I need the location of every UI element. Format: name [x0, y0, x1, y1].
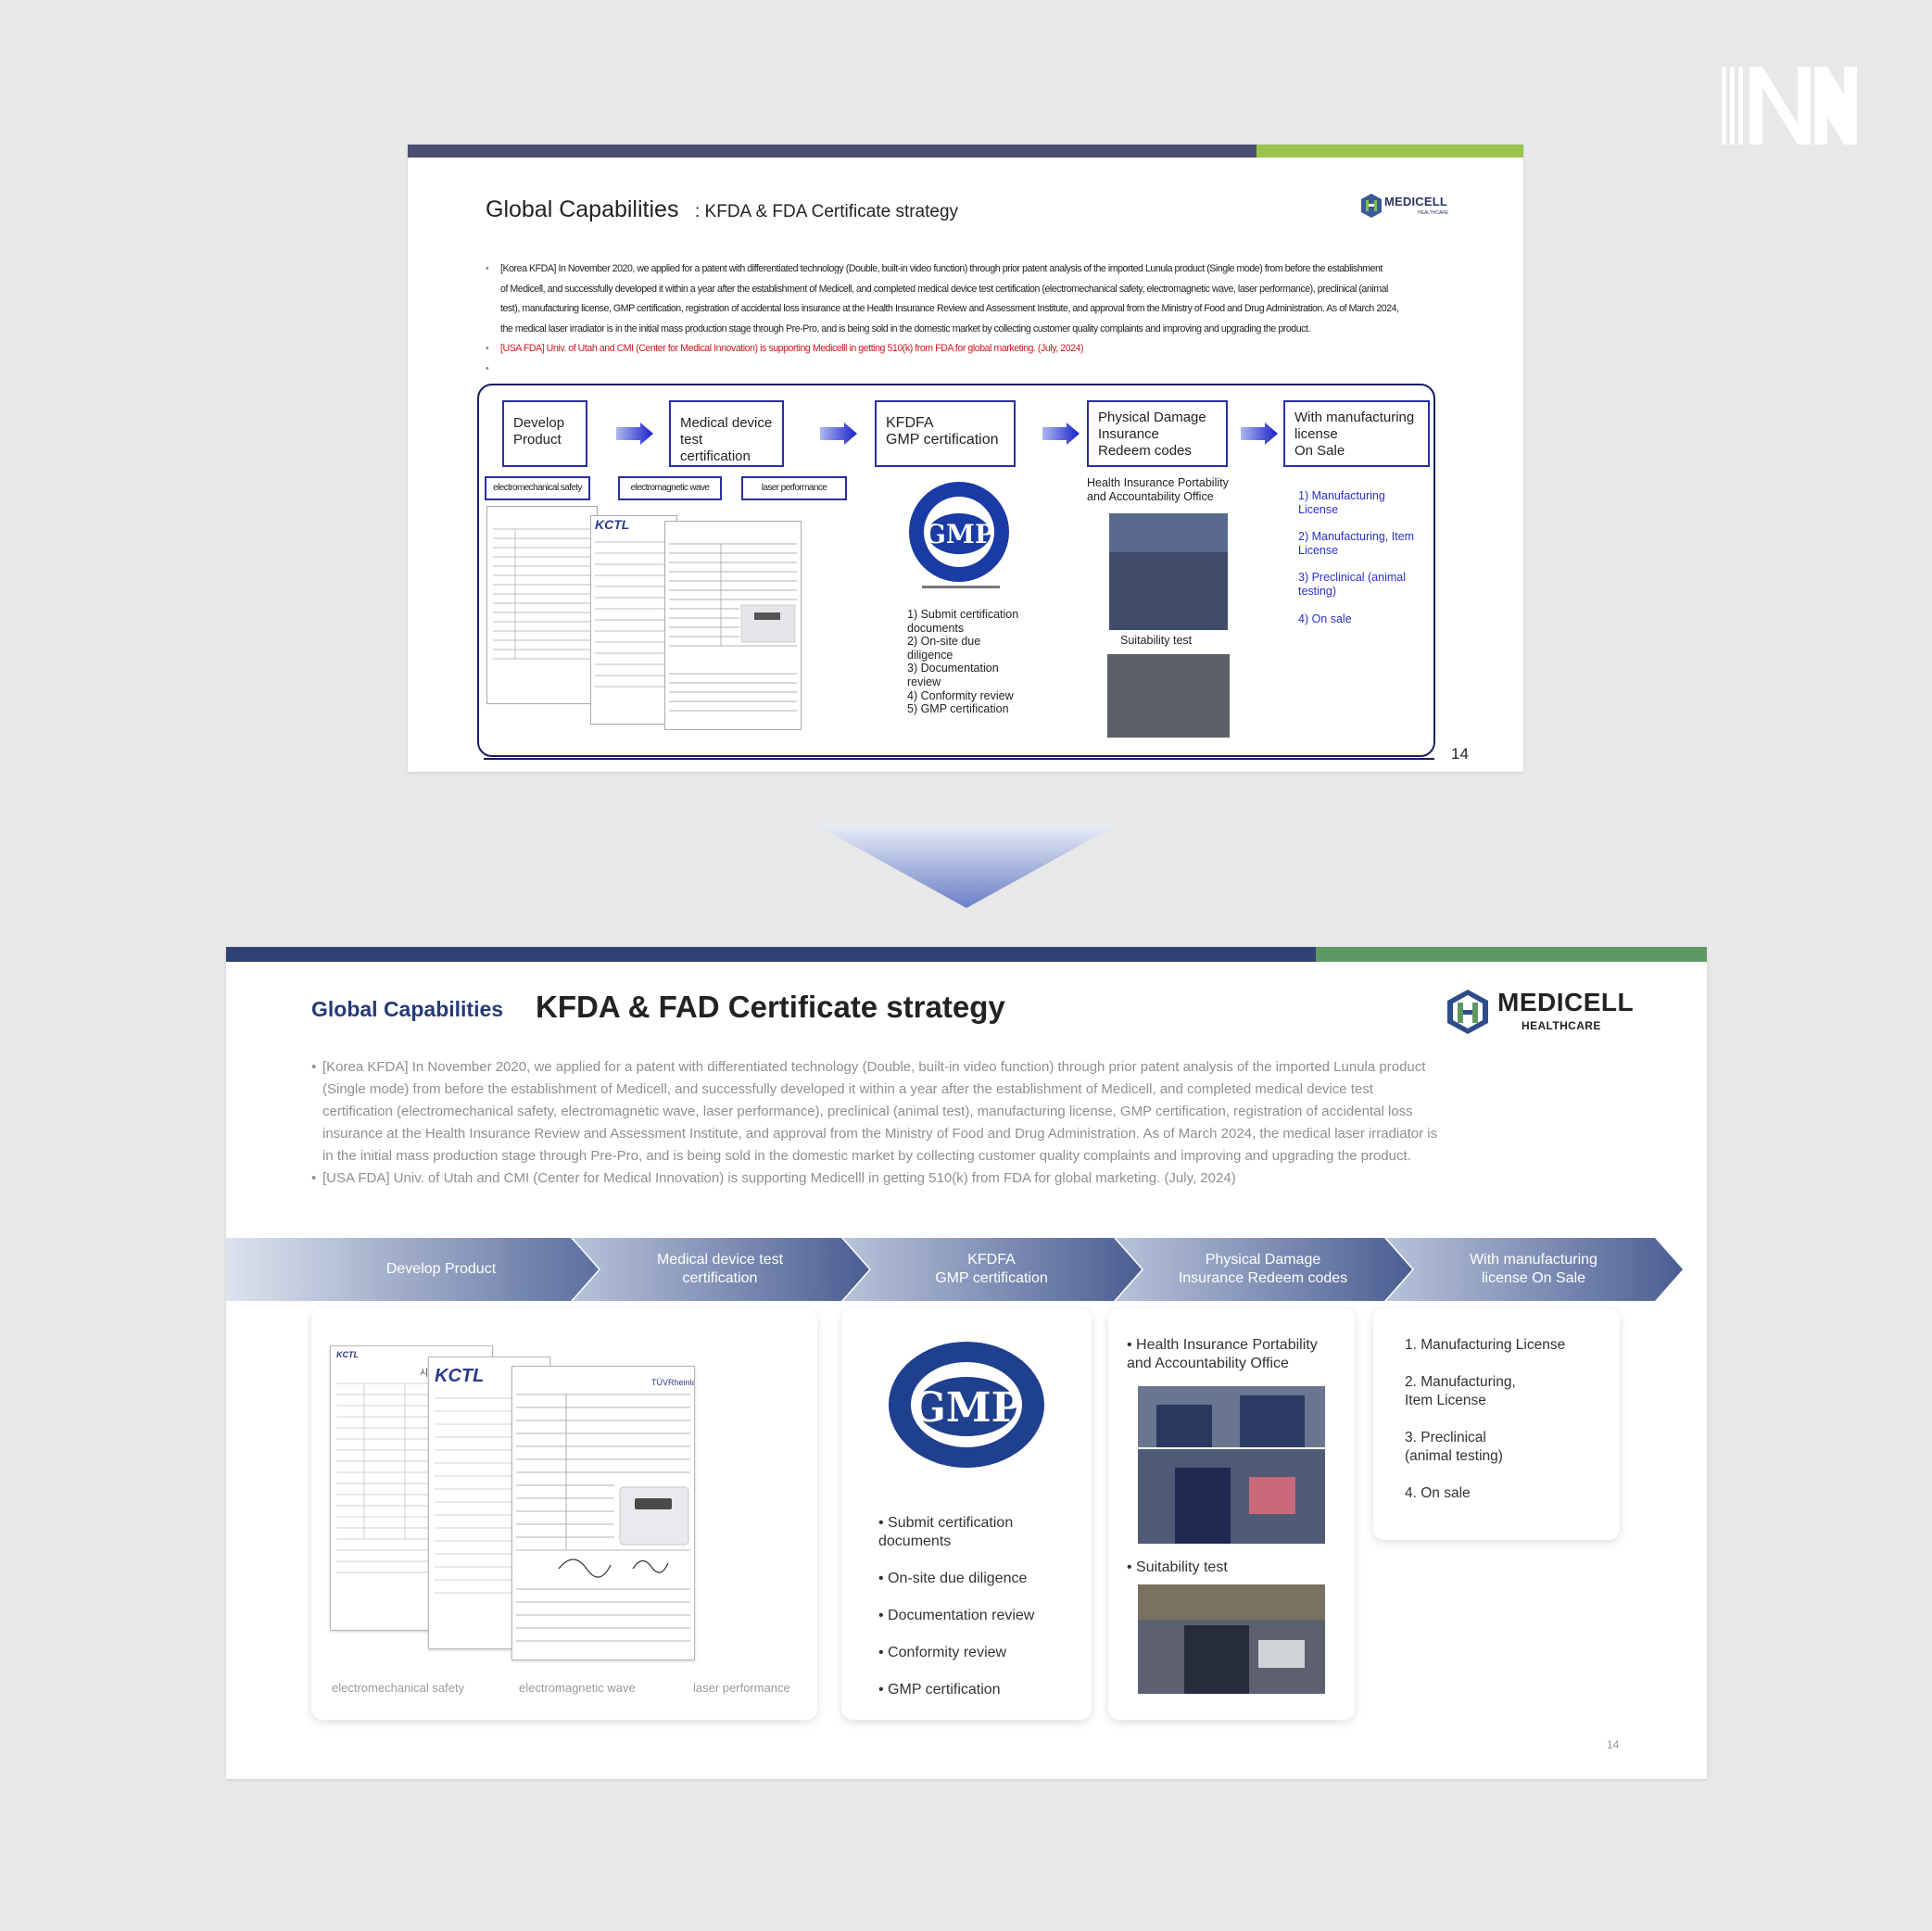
- before-arrow-icon: [1042, 423, 1080, 445]
- after-tuv-doc: TÜVRheinland: [511, 1366, 706, 1660]
- after-process-band: [226, 1238, 1683, 1301]
- document-lines-icon: TÜVRheinland: [516, 1378, 706, 1642]
- inn-brand-logo: [1722, 67, 1857, 145]
- before-paragraph-line: of Medicell, and successfully developed …: [500, 283, 1388, 295]
- after-paragraph-line: (Single mode) from before the establishm…: [322, 1081, 1373, 1097]
- before-paragraph-line: test), manufacturing license, GMP certif…: [500, 303, 1399, 314]
- after-step-develop: Develop Product: [385, 1261, 497, 1277]
- before-paragraph: •[Korea KFDA] In November 2020, we appli…: [486, 259, 1468, 339]
- before-empty-bullet: •: [486, 363, 489, 374]
- before-subtitle: : KFDA & FDA Certificate strategy: [695, 202, 959, 221]
- after-title: Global Capabilities: [311, 997, 504, 1021]
- before-bottom-line: [484, 758, 1434, 760]
- after-caption-electromagnetic: electromagnetic wave: [519, 1681, 636, 1695]
- svg-text:TÜVRheinland: TÜVRheinland: [651, 1378, 694, 1387]
- before-tag-electromagnetic: electromagnetic wave: [618, 476, 722, 500]
- svg-text:GMP: GMP: [911, 1384, 1021, 1432]
- before-kctl-doc: KCTL: [590, 515, 677, 725]
- svg-text:GMP: GMP: [924, 519, 994, 549]
- before-arrow-icon: [1241, 423, 1278, 445]
- before-logo-text: MEDICELL: [1384, 195, 1448, 208]
- before-usa-line: •[USA FDA] Univ. of Utah and CMI (Center…: [486, 343, 1084, 354]
- gmp-underline: [922, 586, 1000, 588]
- before-page-number: 14: [1451, 745, 1469, 763]
- after-photo-test: [1138, 1584, 1325, 1694]
- svg-text:KCTL: KCTL: [336, 1350, 359, 1359]
- before-top-bar: [408, 145, 1256, 158]
- document-lines-icon: KCTL: [595, 517, 673, 688]
- before-tag-laser: laser performance: [741, 476, 847, 500]
- gmp-seal-icon: GMP: [889, 1342, 1044, 1468]
- after-paragraph-line: in the initial mass production stage thr…: [322, 1148, 1411, 1164]
- after-paragraph-line: certification (electromechanical safety,…: [322, 1104, 1413, 1119]
- svg-text:KCTL: KCTL: [595, 517, 629, 532]
- before-slide: Global Capabilities : KFDA & FDA Certifi…: [408, 145, 1523, 772]
- after-top-bar: [226, 947, 1316, 962]
- before-test-report-doc: [486, 506, 598, 704]
- after-paragraph: •[Korea KFDA] In November 2020, we appli…: [311, 1056, 1555, 1190]
- after-card-documents: KCTL 시험 · 검사성 KCTL: [311, 1308, 817, 1720]
- before-sale-list: 1) Manufacturing License 2) Manufacturin…: [1298, 489, 1415, 625]
- gmp-seal-icon: GMP: [909, 482, 1009, 582]
- before-arrow-icon: [820, 423, 857, 445]
- before-paragraph-line: the medical laser irradiator is in the i…: [500, 322, 1311, 334]
- after-paragraph-line: [Korea KFDA] In November 2020, we applie…: [322, 1059, 1426, 1075]
- before-usa-text: [USA FDA] Univ. of Utah and CMI (Center …: [500, 343, 1084, 354]
- before-photo-office: [1109, 513, 1228, 552]
- before-suitability-caption: Suitability test: [1120, 634, 1193, 647]
- after-top-bar-accent: [1316, 947, 1707, 962]
- before-top-bar-accent: [1256, 145, 1523, 158]
- svg-text:KCTL: KCTL: [435, 1366, 484, 1386]
- after-photo-office: [1138, 1386, 1325, 1447]
- medicell-logo-icon: [1361, 194, 1382, 218]
- after-caption-electromechanical: electromechanical safety: [332, 1681, 465, 1695]
- after-paragraph-line: insurance at the Health Insurance Review…: [322, 1126, 1438, 1142]
- before-photo-staff: [1109, 552, 1228, 630]
- after-card-gmp: GMP • Submit certification documents • O…: [841, 1308, 1092, 1720]
- before-tuv-doc: [664, 521, 802, 730]
- before-tag-electromechanical: electromechanical safety: [485, 476, 590, 500]
- before-logo-subtext: HEALTHCARE: [1418, 210, 1449, 216]
- after-caption-laser: laser performance: [693, 1681, 790, 1695]
- document-lines-icon: [493, 528, 591, 660]
- after-logo-text: MEDICELL: [1497, 988, 1635, 1016]
- after-subtitle: KFDA & FAD Certificate strategy: [536, 990, 1005, 1024]
- after-logo-subtext: HEALTHCARE: [1522, 1019, 1601, 1032]
- after-slide: Global Capabilities KFDA & FAD Certifica…: [226, 947, 1707, 1779]
- before-title: Global Capabilities: [486, 196, 679, 222]
- after-sale-list: 1. Manufacturing License 2. Manufacturin…: [1405, 1337, 1566, 1501]
- chevron-down-icon: [815, 825, 1118, 908]
- medicell-logo-icon: [1447, 990, 1488, 1034]
- after-hira-label: • Health Insurance Portability and Accou…: [1127, 1337, 1318, 1371]
- after-suitability-caption: • Suitability test: [1127, 1559, 1228, 1575]
- document-lines-icon: [669, 543, 797, 712]
- before-arrow-icon: [616, 423, 653, 445]
- after-usa-text: [USA FDA] Univ. of Utah and CMI (Center …: [322, 1170, 1236, 1186]
- after-card-sale: 1. Manufacturing License 2. Manufacturin…: [1373, 1308, 1620, 1540]
- after-card-insurance: • Health Insurance Portability and Accou…: [1108, 1308, 1355, 1720]
- after-gmp-list: • Submit certification documents • On-si…: [878, 1515, 1035, 1698]
- after-page-number: 14: [1607, 1738, 1620, 1751]
- after-photo-staff: [1138, 1449, 1325, 1544]
- before-paragraph-line: [Korea KFDA] In November 2020, we applie…: [500, 263, 1383, 274]
- before-photo-test: [1107, 654, 1230, 738]
